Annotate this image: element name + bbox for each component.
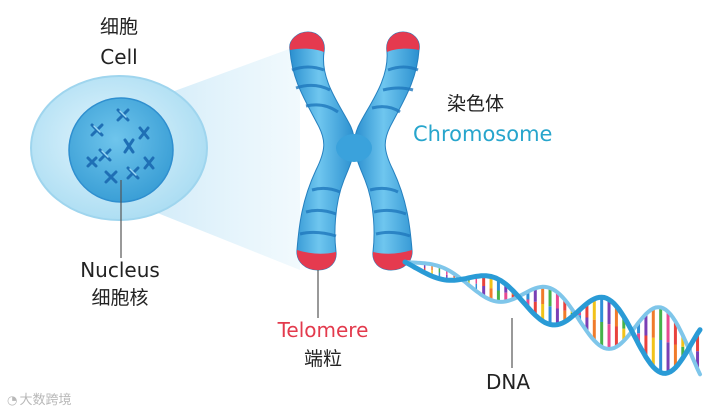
dna-strand-back (403, 260, 702, 377)
telomere-top-left (289, 32, 325, 52)
cell-label-en: Cell (100, 45, 138, 69)
telomere-label-zh: 端粒 (303, 348, 342, 370)
watermark: ◔大数跨境 (7, 389, 72, 408)
cell-label-zh: 细胞 (99, 16, 138, 38)
telomere-top-right (386, 32, 420, 52)
nucleus-highlights (93, 110, 137, 176)
telomere-label-en: Telomere (277, 318, 369, 342)
chromosome (289, 31, 420, 271)
telomere-bottom-left (296, 250, 337, 270)
chromosome-label-zh: 染色体 (447, 93, 505, 115)
nucleus-label-en: Nucleus (80, 258, 160, 282)
chromosome-label-en: Chromosome (413, 122, 553, 146)
watermark-text: 大数跨境 (19, 393, 72, 408)
chromosome-bands (291, 65, 419, 238)
telomere-bottom-right (372, 250, 413, 270)
dna-label: DNA (486, 370, 531, 394)
watermark-logo-icon: ◔ (7, 393, 18, 407)
dna-strand-front (402, 259, 703, 376)
dna-helix (402, 259, 703, 377)
cell (30, 75, 208, 221)
zoom-beam (150, 45, 300, 270)
centromere (336, 134, 372, 162)
nucleus-label-zh: 细胞核 (91, 287, 149, 309)
